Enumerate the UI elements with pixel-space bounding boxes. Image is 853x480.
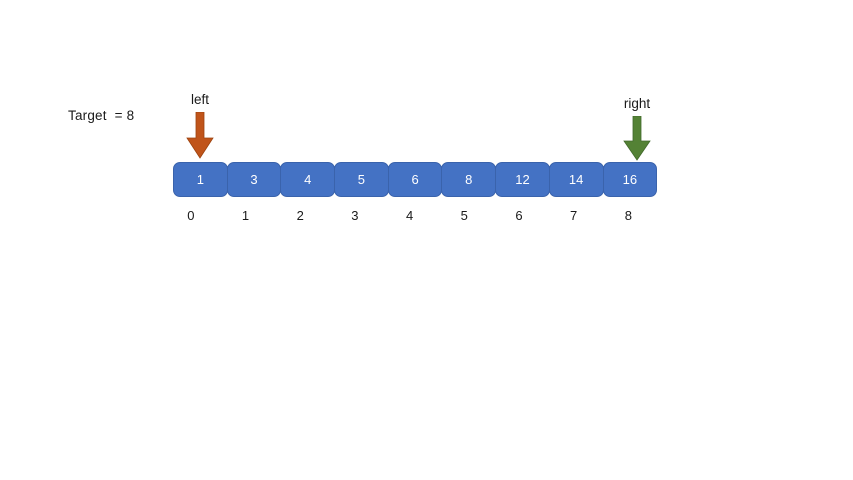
array-index-label: 0	[187, 208, 195, 223]
array-index-label: 4	[405, 208, 414, 223]
left-pointer-label: left	[190, 92, 210, 107]
array-index-label: 6	[515, 208, 523, 223]
array-cell-value: 16	[622, 172, 638, 187]
array-cell[interactable]: 1	[173, 162, 228, 197]
array-cell[interactable]: 14	[548, 162, 604, 197]
array-index-label: 5	[460, 208, 468, 223]
array-cell[interactable]: 12	[495, 162, 550, 197]
array-cell-value: 14	[568, 172, 584, 187]
array-cell-value: 6	[411, 172, 419, 187]
array-index-label: 3	[351, 208, 359, 223]
array-cell[interactable]: 3	[226, 162, 282, 197]
array-cells: 1 3 4 5 6 8 12 14 16	[173, 162, 658, 197]
array-index-label: 1	[241, 208, 250, 223]
array-cell[interactable]: 6	[387, 162, 443, 197]
array-cell-value: 1	[196, 172, 204, 187]
array-index-labels: 0 1 2 3 4 5 6 7 8	[173, 208, 665, 223]
array-cell-value: 5	[357, 172, 366, 187]
array-cell-value: 4	[304, 172, 312, 187]
array-cell-value: 8	[465, 172, 473, 187]
array-cell[interactable]: 8	[441, 162, 497, 197]
array-index-label: 7	[570, 208, 578, 223]
array-cell-value: 12	[515, 172, 530, 187]
array-cell-value: 3	[250, 172, 258, 187]
array-index-label: 8	[624, 208, 632, 223]
array-cell[interactable]: 5	[334, 162, 389, 197]
right-pointer-label: right	[623, 96, 651, 111]
array-index-label: 2	[296, 208, 304, 223]
array-cell[interactable]: 4	[280, 162, 336, 197]
left-pointer-arrow-icon	[185, 112, 215, 160]
right-pointer-arrow-icon	[622, 116, 652, 162]
target-label: Target = 8	[68, 108, 135, 123]
array-cell[interactable]: 16	[602, 162, 658, 197]
